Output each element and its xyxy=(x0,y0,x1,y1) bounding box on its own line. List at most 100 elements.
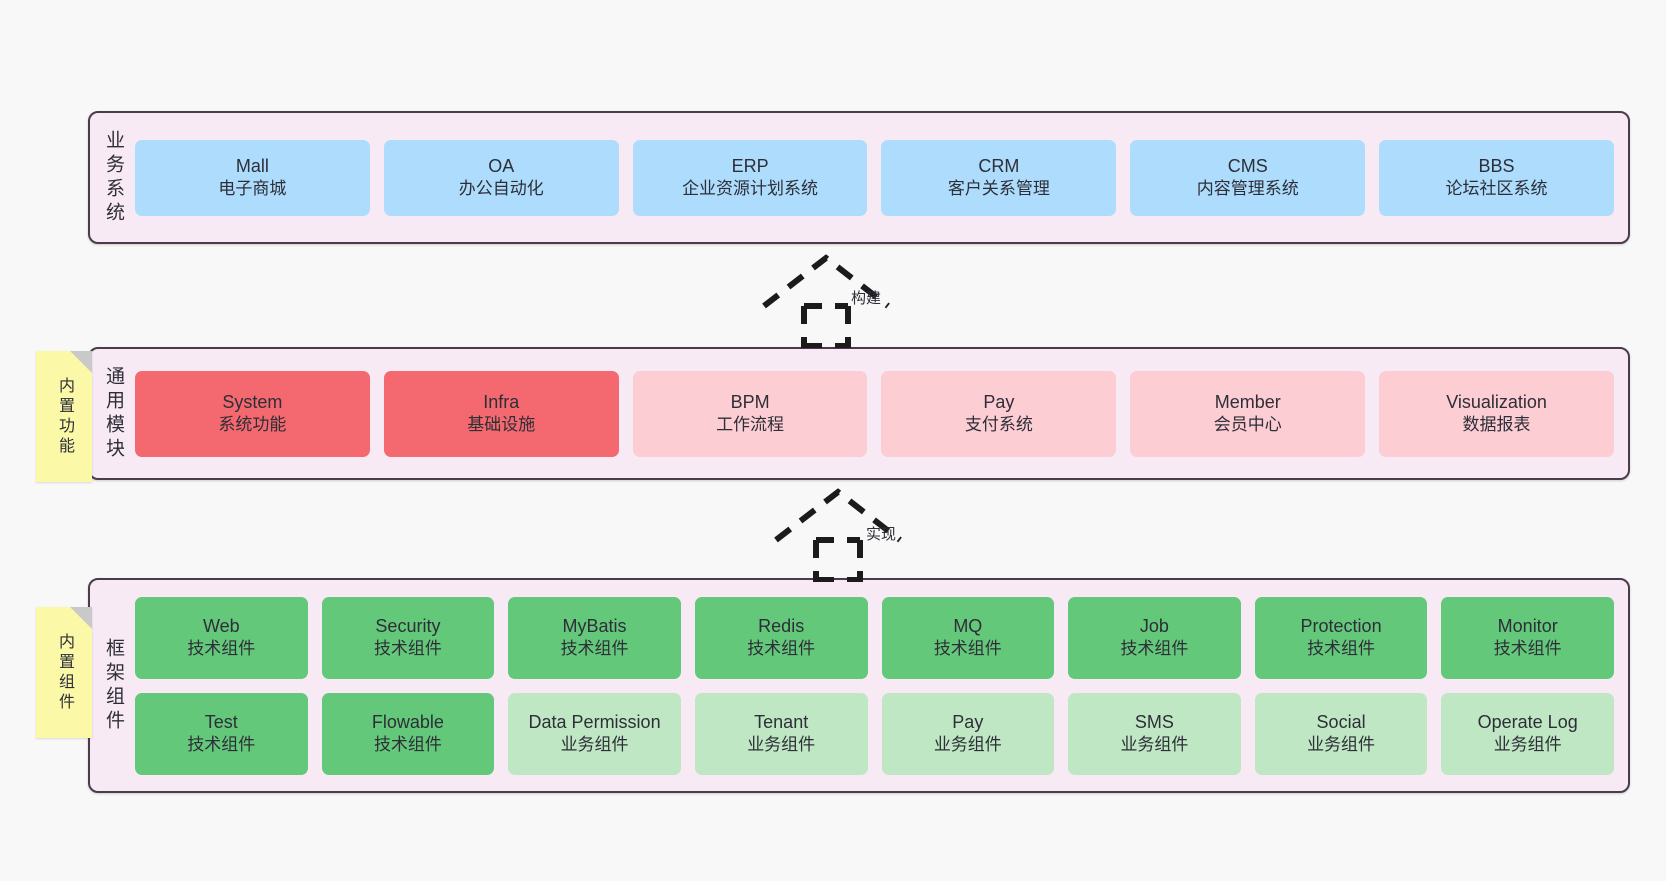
card-sms[interactable]: SMS 业务组件 xyxy=(1068,692,1241,775)
card-tenant[interactable]: Tenant 业务组件 xyxy=(694,692,868,775)
card-bbs-name: BBS xyxy=(1478,156,1515,177)
card-oa[interactable]: OA 办公自动化 xyxy=(383,139,619,216)
card-flowable[interactable]: Flowable 技术组件 xyxy=(321,692,495,775)
card-monitor-name: Monitor xyxy=(1497,616,1558,637)
card-pay-component[interactable]: Pay 业务组件 xyxy=(881,692,1055,775)
card-data-permission-desc: 业务组件 xyxy=(560,735,629,755)
framework-row-business: Test 技术组件 Flowable 技术组件 Data Permission … xyxy=(135,692,1614,775)
card-test-desc: 技术组件 xyxy=(187,735,256,755)
card-social-name: Social xyxy=(1316,712,1366,733)
card-web[interactable]: Web 技术组件 xyxy=(135,596,308,679)
card-sms-name: SMS xyxy=(1134,712,1174,733)
card-pay-module-desc: 支付系统 xyxy=(964,415,1033,435)
card-cms-desc: 内容管理系统 xyxy=(1196,179,1299,199)
card-member-desc: 会员中心 xyxy=(1213,415,1282,435)
card-job-name: Job xyxy=(1139,616,1169,637)
card-member[interactable]: Member 会员中心 xyxy=(1130,370,1366,457)
card-protection-desc: 技术组件 xyxy=(1307,639,1376,659)
card-cms[interactable]: CMS 内容管理系统 xyxy=(1130,139,1366,216)
card-mall[interactable]: Mall 电子商城 xyxy=(135,139,370,216)
card-security[interactable]: Security 技术组件 xyxy=(321,596,495,679)
arrow-build: 构建 xyxy=(756,252,956,349)
card-pay-component-name: Pay xyxy=(952,712,984,733)
arrow-build-label: 构建 xyxy=(850,290,881,307)
card-system-name: System xyxy=(222,392,283,413)
card-mq-desc: 技术组件 xyxy=(933,639,1002,659)
card-crm[interactable]: CRM 客户关系管理 xyxy=(881,139,1117,216)
card-bbs[interactable]: BBS 论坛社区系统 xyxy=(1379,139,1614,216)
arrow-build-icon xyxy=(762,254,890,349)
card-redis-desc: 技术组件 xyxy=(747,639,816,659)
card-mall-name: Mall xyxy=(235,156,269,177)
card-mq[interactable]: MQ 技术组件 xyxy=(881,596,1055,679)
card-operate-log-name: Operate Log xyxy=(1477,712,1578,733)
card-social[interactable]: Social 业务组件 xyxy=(1254,692,1428,775)
note-builtin-function-label: 内置功能 xyxy=(56,376,73,457)
card-mybatis-name: MyBatis xyxy=(562,616,627,637)
layer-title-framework-component: 框架组件 xyxy=(103,637,124,734)
framework-component-card-list: Web 技术组件 Security 技术组件 MyBatis 技术组件 Redi… xyxy=(129,580,1628,791)
card-mybatis-desc: 技术组件 xyxy=(560,639,629,659)
card-monitor[interactable]: Monitor 技术组件 xyxy=(1441,596,1614,679)
card-tenant-name: Tenant xyxy=(754,712,809,733)
note-builtin-function[interactable]: 内置功能 xyxy=(36,351,92,482)
card-protection-name: Protection xyxy=(1300,616,1382,637)
arrow-implement-icon xyxy=(774,488,902,583)
arrow-implement-label: 实现 xyxy=(865,526,896,543)
card-mybatis[interactable]: MyBatis 技术组件 xyxy=(508,596,681,679)
card-protection[interactable]: Protection 技术组件 xyxy=(1254,596,1428,679)
card-pay-module[interactable]: Pay 支付系统 xyxy=(881,370,1117,457)
card-erp-name: ERP xyxy=(731,156,769,177)
card-bpm[interactable]: BPM 工作流程 xyxy=(632,370,868,457)
layer-business-system: 业务系统 Mall 电子商城 OA 办公自动化 ERP 企业资源计划系统 CRM… xyxy=(88,111,1630,244)
card-infra-desc: 基础设施 xyxy=(467,415,536,435)
card-sms-desc: 业务组件 xyxy=(1120,735,1189,755)
card-test[interactable]: Test 技术组件 xyxy=(135,692,308,775)
card-social-desc: 业务组件 xyxy=(1307,735,1376,755)
note-builtin-component-label: 内置组件 xyxy=(56,632,73,713)
card-erp[interactable]: ERP 企业资源计划系统 xyxy=(632,139,868,216)
layer-common-module: 通用模块 System 系统功能 Infra 基础设施 BPM 工作流程 Pay… xyxy=(88,347,1630,480)
card-data-permission[interactable]: Data Permission 业务组件 xyxy=(508,692,681,775)
framework-row-technical: Web 技术组件 Security 技术组件 MyBatis 技术组件 Redi… xyxy=(135,596,1614,679)
card-mq-name: MQ xyxy=(953,616,983,637)
card-oa-desc: 办公自动化 xyxy=(458,179,544,199)
card-flowable-desc: 技术组件 xyxy=(373,735,442,755)
card-test-name: Test xyxy=(204,712,238,733)
card-job[interactable]: Job 技术组件 xyxy=(1068,596,1241,679)
card-web-name: Web xyxy=(202,616,240,637)
card-tenant-desc: 业务组件 xyxy=(747,735,816,755)
business-system-card-list: Mall 电子商城 OA 办公自动化 ERP 企业资源计划系统 CRM 客户关系… xyxy=(129,113,1628,242)
layer-title-common-module: 通用模块 xyxy=(103,365,124,462)
arrow-implement: 实现 xyxy=(768,486,968,583)
note-fold-corner-icon xyxy=(70,351,92,373)
card-operate-log-desc: 业务组件 xyxy=(1493,735,1562,755)
card-flowable-name: Flowable xyxy=(371,712,444,733)
card-security-name: Security xyxy=(375,616,441,637)
card-member-name: Member xyxy=(1214,392,1281,413)
card-infra-name: Infra xyxy=(483,392,520,413)
card-erp-desc: 企业资源计划系统 xyxy=(682,179,819,199)
card-pay-component-desc: 业务组件 xyxy=(933,735,1002,755)
card-bpm-desc: 工作流程 xyxy=(716,415,785,435)
card-infra[interactable]: Infra 基础设施 xyxy=(383,370,619,457)
card-system[interactable]: System 系统功能 xyxy=(135,370,370,457)
card-crm-name: CRM xyxy=(978,156,1020,177)
card-oa-name: OA xyxy=(488,156,515,177)
card-security-desc: 技术组件 xyxy=(373,639,442,659)
card-web-desc: 技术组件 xyxy=(187,639,256,659)
card-cms-name: CMS xyxy=(1227,156,1268,177)
card-visualization[interactable]: Visualization 数据报表 xyxy=(1379,370,1614,457)
card-bpm-name: BPM xyxy=(730,392,770,413)
note-builtin-component[interactable]: 内置组件 xyxy=(36,607,92,738)
card-mall-desc: 电子商城 xyxy=(218,179,287,199)
card-monitor-desc: 技术组件 xyxy=(1493,639,1562,659)
card-operate-log[interactable]: Operate Log 业务组件 xyxy=(1441,692,1614,775)
card-bbs-desc: 论坛社区系统 xyxy=(1445,179,1548,199)
card-crm-desc: 客户关系管理 xyxy=(947,179,1050,199)
card-redis[interactable]: Redis 技术组件 xyxy=(694,596,868,679)
card-data-permission-name: Data Permission xyxy=(528,712,661,733)
layer-framework-component: 框架组件 Web 技术组件 Security 技术组件 MyBatis 技术组件… xyxy=(88,578,1630,793)
card-visualization-desc: 数据报表 xyxy=(1462,415,1531,435)
